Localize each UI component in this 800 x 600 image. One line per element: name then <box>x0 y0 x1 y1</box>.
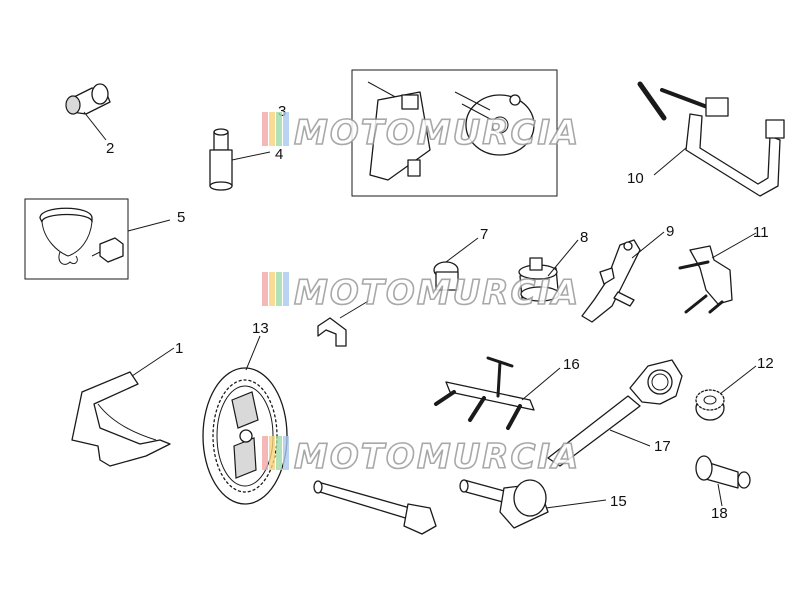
callout-17: 17 <box>654 438 671 455</box>
watermark-stripe <box>276 436 282 470</box>
watermark-text: MOTOMURCIA <box>294 273 580 313</box>
callout-18: 18 <box>711 505 728 522</box>
part-10-c-clamp <box>637 81 785 197</box>
watermark-text: MOTOMURCIA <box>294 113 580 153</box>
callout-15: 15 <box>610 493 627 510</box>
long-bolt <box>313 480 437 535</box>
watermark-stripe <box>262 272 268 306</box>
callout-9: 9 <box>666 223 674 240</box>
watermark-stripe <box>276 112 282 146</box>
leader-lines <box>83 111 757 509</box>
part-2-bushing <box>65 83 111 115</box>
part-1-plate <box>71 371 171 467</box>
callout-10: 10 <box>627 170 644 187</box>
callout-3: 3 <box>278 103 286 120</box>
callout-12: 12 <box>757 355 774 372</box>
watermark-stripe <box>283 436 289 470</box>
callout-5: 5 <box>177 209 185 226</box>
watermark-text: MOTOMURCIA <box>294 437 580 477</box>
callout-16: 16 <box>563 356 580 373</box>
part-9-lever <box>581 239 641 323</box>
boxed-puller-assembly <box>351 69 558 197</box>
part-12-gear <box>695 389 725 421</box>
watermark-bottom: MOTOMURCIA <box>262 436 580 478</box>
callout-4: 4 <box>275 146 283 163</box>
callout-11: 11 <box>753 224 769 241</box>
part-5-clamp-kit <box>24 198 129 280</box>
callout-labels: 1 2 3 4 5 7 8 9 10 11 12 13 15 16 17 18 <box>106 103 774 522</box>
part-17-spanner <box>547 359 683 467</box>
watermark-stripe <box>283 272 289 306</box>
watermark-top: MOTOMURCIA <box>262 112 580 154</box>
watermark-stripe <box>262 112 268 146</box>
watermark-stripe <box>276 272 282 306</box>
watermark-stripe <box>269 272 275 306</box>
watermark-stripe <box>262 436 268 470</box>
part-7-fitting <box>433 261 459 291</box>
watermark-stripe <box>269 112 275 146</box>
angle-bracket <box>317 299 371 347</box>
watermark-stripe <box>283 112 289 146</box>
callout-8: 8 <box>580 229 588 246</box>
part-16-puller <box>434 356 535 430</box>
callout-1: 1 <box>175 340 183 357</box>
part-11-fork-tool <box>678 245 733 314</box>
callout-2: 2 <box>106 140 114 157</box>
callout-7: 7 <box>480 226 488 243</box>
part-15-adapter <box>459 479 549 529</box>
watermark-stripe <box>269 436 275 470</box>
callout-13: 13 <box>252 320 269 337</box>
part-4-pin <box>209 128 233 191</box>
part-8-cup-tool <box>518 257 560 302</box>
watermark-middle: MOTOMURCIA <box>262 272 580 314</box>
part-18-socket <box>695 455 751 489</box>
